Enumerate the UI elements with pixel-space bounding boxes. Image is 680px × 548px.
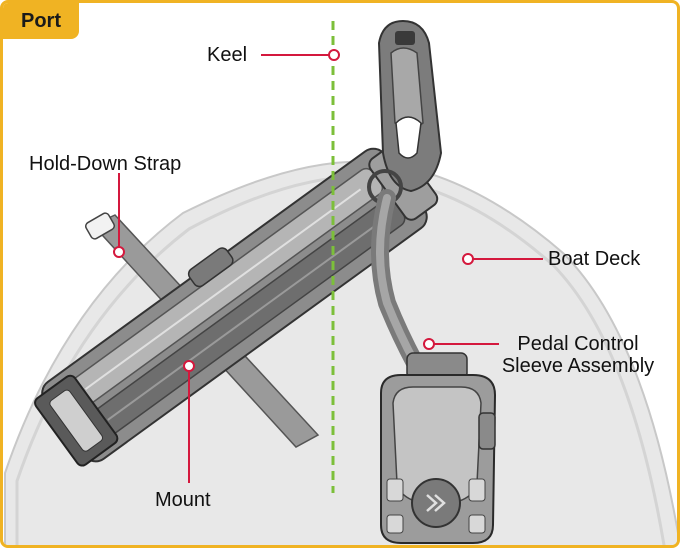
- pedal-control-label-line1: Pedal Control: [517, 333, 639, 355]
- mount-marker: [183, 360, 195, 372]
- trolling-motor-diagram: [4, 19, 677, 545]
- foot-pedal: [380, 352, 497, 544]
- keel-label: Keel: [207, 44, 248, 66]
- pedal-control-label: Pedal Control Sleeve Assembly: [489, 333, 667, 377]
- keel-marker: [328, 49, 340, 61]
- pedal-control-label-line2: Sleeve Assembly: [501, 355, 655, 377]
- callout-leaders: [113, 49, 543, 483]
- motor-head: [367, 19, 443, 205]
- mount-label: Mount: [155, 489, 211, 511]
- pedal-control-marker: [423, 338, 435, 350]
- boat-deck-label: Boat Deck: [548, 248, 641, 270]
- port-tag: Port: [3, 3, 79, 39]
- hold-down-strap-label: Hold-Down Strap: [29, 153, 182, 175]
- boat-deck-marker: [462, 253, 474, 265]
- hold-down-strap-marker: [113, 246, 125, 258]
